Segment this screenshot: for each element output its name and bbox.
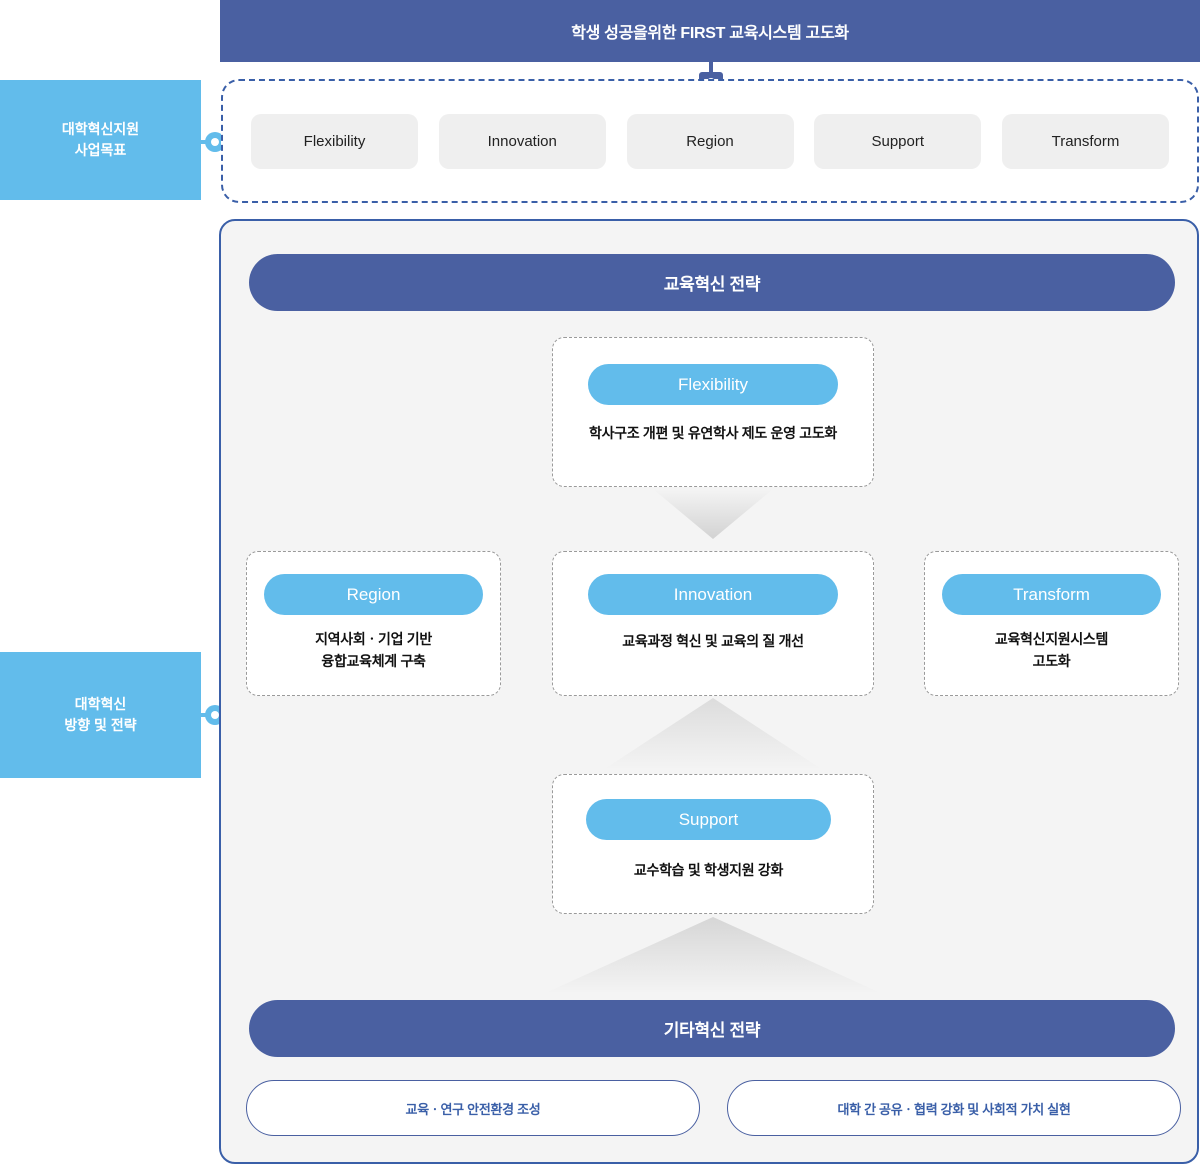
card-pill-region: Region bbox=[264, 574, 483, 615]
bar-label: 교육혁신 전략 bbox=[663, 275, 761, 294]
sub-strategy-label: 대학 간 공유ㆍ협력 강화 및 사회적 가치 실현 bbox=[837, 1101, 1071, 1117]
card-pill-flexibility: Flexibility bbox=[588, 364, 838, 405]
connector-stem bbox=[195, 713, 211, 717]
card-description: 지역사회ㆍ기업 기반 융합교육체계 구축 bbox=[315, 631, 432, 669]
sub-strategy-box-safety[interactable]: 교육ㆍ연구 안전환경 조성 bbox=[246, 1080, 700, 1136]
pin-stem bbox=[709, 62, 713, 76]
goal-box-label: Innovation bbox=[487, 132, 557, 150]
connector-dot bbox=[205, 132, 225, 152]
card-pill-label: Region bbox=[346, 584, 401, 604]
card-description: 교육혁신지원시스템 고도화 bbox=[994, 631, 1109, 669]
business-goals-container: Flexibility Innovation Region Support Tr… bbox=[221, 79, 1199, 203]
card-pill-transform: Transform bbox=[942, 574, 1161, 615]
other-innovation-strategy-bar: 기타혁신 전략 bbox=[249, 1000, 1175, 1057]
strategy-card-flexibility[interactable]: Flexibility 학사구조 개편 및 유연학사 제도 운영 고도화 bbox=[552, 337, 874, 487]
connector-stem bbox=[195, 140, 211, 144]
card-pill-support: Support bbox=[586, 799, 831, 840]
sub-strategy-label: 교육ㆍ연구 안전환경 조성 bbox=[405, 1101, 541, 1117]
bar-label: 기타혁신 전략 bbox=[663, 1021, 761, 1040]
goal-box-label: Flexibility bbox=[303, 132, 366, 150]
goal-box-label: Transform bbox=[1051, 132, 1120, 150]
strategy-card-innovation[interactable]: Innovation 교육과정 혁신 및 교육의 질 개선 bbox=[552, 551, 874, 696]
strategy-card-transform[interactable]: Transform 교육혁신지원시스템 고도화 bbox=[924, 551, 1179, 696]
goal-box-transform[interactable]: Transform bbox=[1002, 113, 1169, 169]
card-pill-label: Transform bbox=[1013, 584, 1090, 604]
education-innovation-strategy-bar: 교육혁신 전략 bbox=[249, 254, 1175, 311]
arrow-up-wide-icon bbox=[543, 917, 883, 994]
goal-box-support[interactable]: Support bbox=[814, 113, 982, 169]
goal-box-region[interactable]: Region bbox=[626, 113, 794, 169]
goal-box-flexibility[interactable]: Flexibility bbox=[251, 113, 418, 169]
card-pill-innovation: Innovation bbox=[588, 574, 838, 615]
sidebar-item-label: 대학혁신지원 사업목표 bbox=[61, 121, 140, 158]
card-description: 학사구조 개편 및 유연학사 제도 운영 고도화 bbox=[589, 425, 837, 441]
sub-strategy-box-cooperation[interactable]: 대학 간 공유ㆍ협력 강화 및 사회적 가치 실현 bbox=[727, 1080, 1181, 1136]
card-pill-label: Flexibility bbox=[678, 374, 748, 394]
sidebar-item-business-goal[interactable]: 대학혁신지원 사업목표 bbox=[0, 80, 201, 200]
card-pill-label: Innovation bbox=[673, 584, 753, 604]
page-title-text: 학생 성공을위한 FIRST 교육시스템 고도화 bbox=[571, 25, 849, 42]
page-title: 학생 성공을위한 FIRST 교육시스템 고도화 bbox=[220, 0, 1200, 62]
sidebar-item-direction-strategy[interactable]: 대학혁신 방향 및 전략 bbox=[0, 652, 201, 778]
goal-box-innovation[interactable]: Innovation bbox=[438, 113, 606, 169]
strategy-card-region[interactable]: Region 지역사회ㆍ기업 기반 융합교육체계 구축 bbox=[246, 551, 501, 696]
arrow-up-icon bbox=[603, 698, 823, 770]
strategy-card-support[interactable]: Support 교수학습 및 학생지원 강화 bbox=[552, 774, 874, 914]
sidebar-item-label: 대학혁신 방향 및 전략 bbox=[64, 696, 137, 733]
card-description: 교육과정 혁신 및 교육의 질 개선 bbox=[622, 633, 804, 649]
arrow-down-icon bbox=[653, 489, 773, 539]
card-pill-label: Support bbox=[678, 809, 739, 829]
innovation-strategy-panel: 교육혁신 전략 Flexibility 학사구조 개편 및 유연학사 제도 운영… bbox=[219, 219, 1199, 1164]
connector-dot-goal-icon bbox=[195, 132, 225, 152]
card-description: 교수학습 및 학생지원 강화 bbox=[633, 862, 784, 878]
goal-box-label: Region bbox=[686, 132, 734, 150]
goal-box-label: Support bbox=[871, 132, 925, 150]
